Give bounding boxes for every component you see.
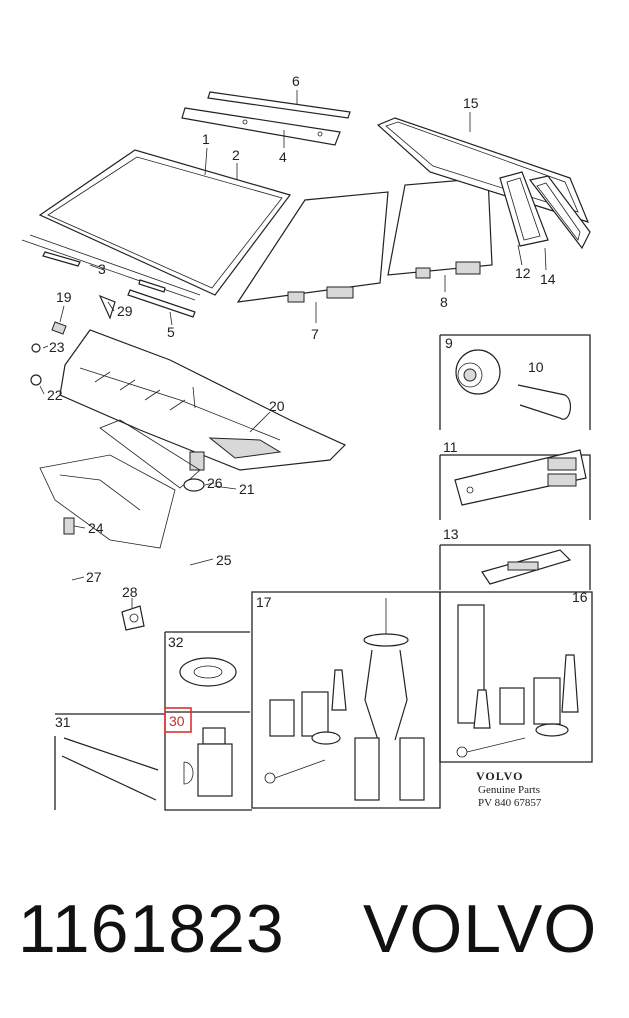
lower-cowl-part <box>39 419 201 549</box>
callout-28: 28 <box>122 584 138 600</box>
callout-6: 6 <box>292 73 300 89</box>
callout-4: 4 <box>279 149 287 165</box>
rear-door-glass-part <box>387 177 493 279</box>
callout-30: 30 <box>169 713 185 729</box>
inset-box-9-10 <box>439 334 591 430</box>
callout-32: 32 <box>168 634 184 650</box>
callout-17: 17 <box>256 594 272 610</box>
cowl-strip-part <box>42 251 196 320</box>
callout-16: 16 <box>572 589 588 605</box>
brand-line-1: Genuine Parts <box>478 784 540 796</box>
callout-26: 26 <box>207 475 223 491</box>
callout-14: 14 <box>540 271 556 287</box>
inset-box-13 <box>439 544 591 590</box>
highlight-box <box>164 707 192 733</box>
part-number: 1161823 <box>18 891 285 967</box>
callout-25: 25 <box>216 552 232 568</box>
inset-box-17 <box>251 591 441 809</box>
washer-hose-part <box>65 497 195 673</box>
callout-10: 10 <box>528 359 544 375</box>
callout-20: 20 <box>269 398 285 414</box>
inset-box-32 <box>164 631 250 713</box>
rear-window-part <box>376 117 590 223</box>
highlighted-callout-30: 30 <box>164 707 192 733</box>
exploded-parts-diagram: 1 2 3 4 5 6 7 8 9 10 11 12 13 14 15 16 1… <box>21 73 593 811</box>
inset-box-16 <box>439 591 593 763</box>
callout-15: 15 <box>463 95 479 111</box>
inset-box-30 <box>164 712 252 811</box>
callout-8: 8 <box>440 294 448 310</box>
brand-name: VOLVO <box>363 891 598 967</box>
callout-19: 19 <box>56 289 72 305</box>
callout-3: 3 <box>98 261 106 277</box>
callout-5: 5 <box>167 324 175 340</box>
callout-22: 22 <box>47 387 63 403</box>
roof-moulding-part <box>181 91 351 146</box>
footer <box>0 850 629 1018</box>
front-door-glass-part <box>236 191 389 303</box>
callout-2: 2 <box>232 147 240 163</box>
inset-box-11 <box>439 449 591 520</box>
callout-27: 27 <box>86 569 102 585</box>
callout-9: 9 <box>445 335 453 351</box>
inset-box-31 <box>54 713 165 810</box>
callout-29: 29 <box>117 303 133 319</box>
callout-labels: 1 2 3 4 5 6 7 8 9 10 11 12 13 14 15 16 1… <box>47 73 588 730</box>
callout-23: 23 <box>49 339 65 355</box>
cowl-panel-part <box>59 329 347 471</box>
callout-13: 13 <box>443 526 459 542</box>
callout-24: 24 <box>88 520 104 536</box>
brand-block: VOLVO Genuine Parts PV 840 67857 <box>476 769 542 809</box>
callout-11: 11 <box>443 439 458 455</box>
leader-lines <box>39 90 547 608</box>
brand-line-2: PV 840 67857 <box>478 797 542 809</box>
brand-logo: VOLVO <box>476 769 523 783</box>
callout-7: 7 <box>311 326 319 342</box>
callout-12: 12 <box>515 265 531 281</box>
callout-31: 31 <box>55 714 71 730</box>
hose-clip-part <box>121 605 145 631</box>
fastener-parts <box>30 321 205 535</box>
windshield-part <box>21 149 292 301</box>
callout-21: 21 <box>239 481 255 497</box>
quarter-glass-part <box>499 171 591 250</box>
callout-1: 1 <box>202 131 210 147</box>
